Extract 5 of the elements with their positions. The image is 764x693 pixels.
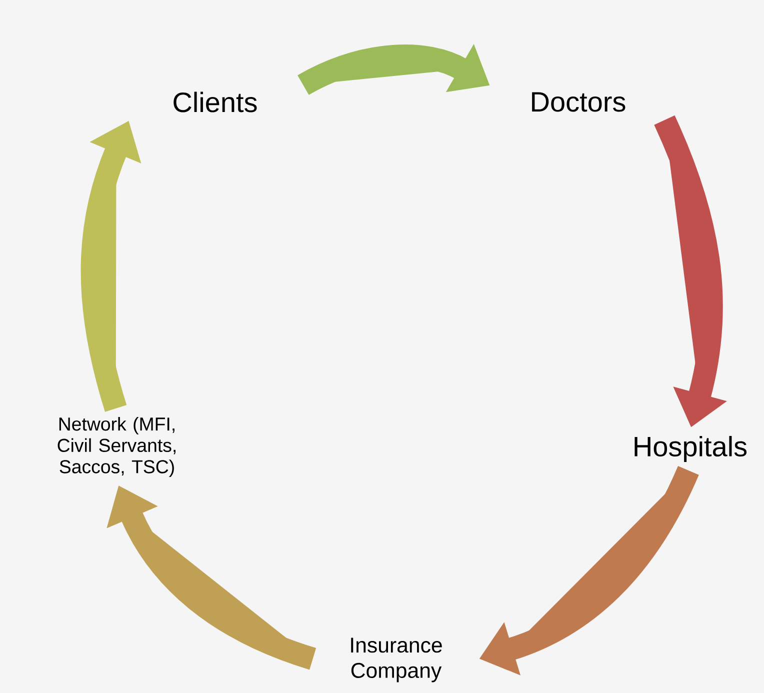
node-label: Insurance Company xyxy=(351,638,442,682)
node-label: Clients xyxy=(174,92,257,112)
node-label: Doctors xyxy=(532,92,626,112)
node-label: Hospitals xyxy=(634,436,747,462)
node-label: Network (MFI, Civil Servants, Saccos, TSC) xyxy=(58,416,176,478)
